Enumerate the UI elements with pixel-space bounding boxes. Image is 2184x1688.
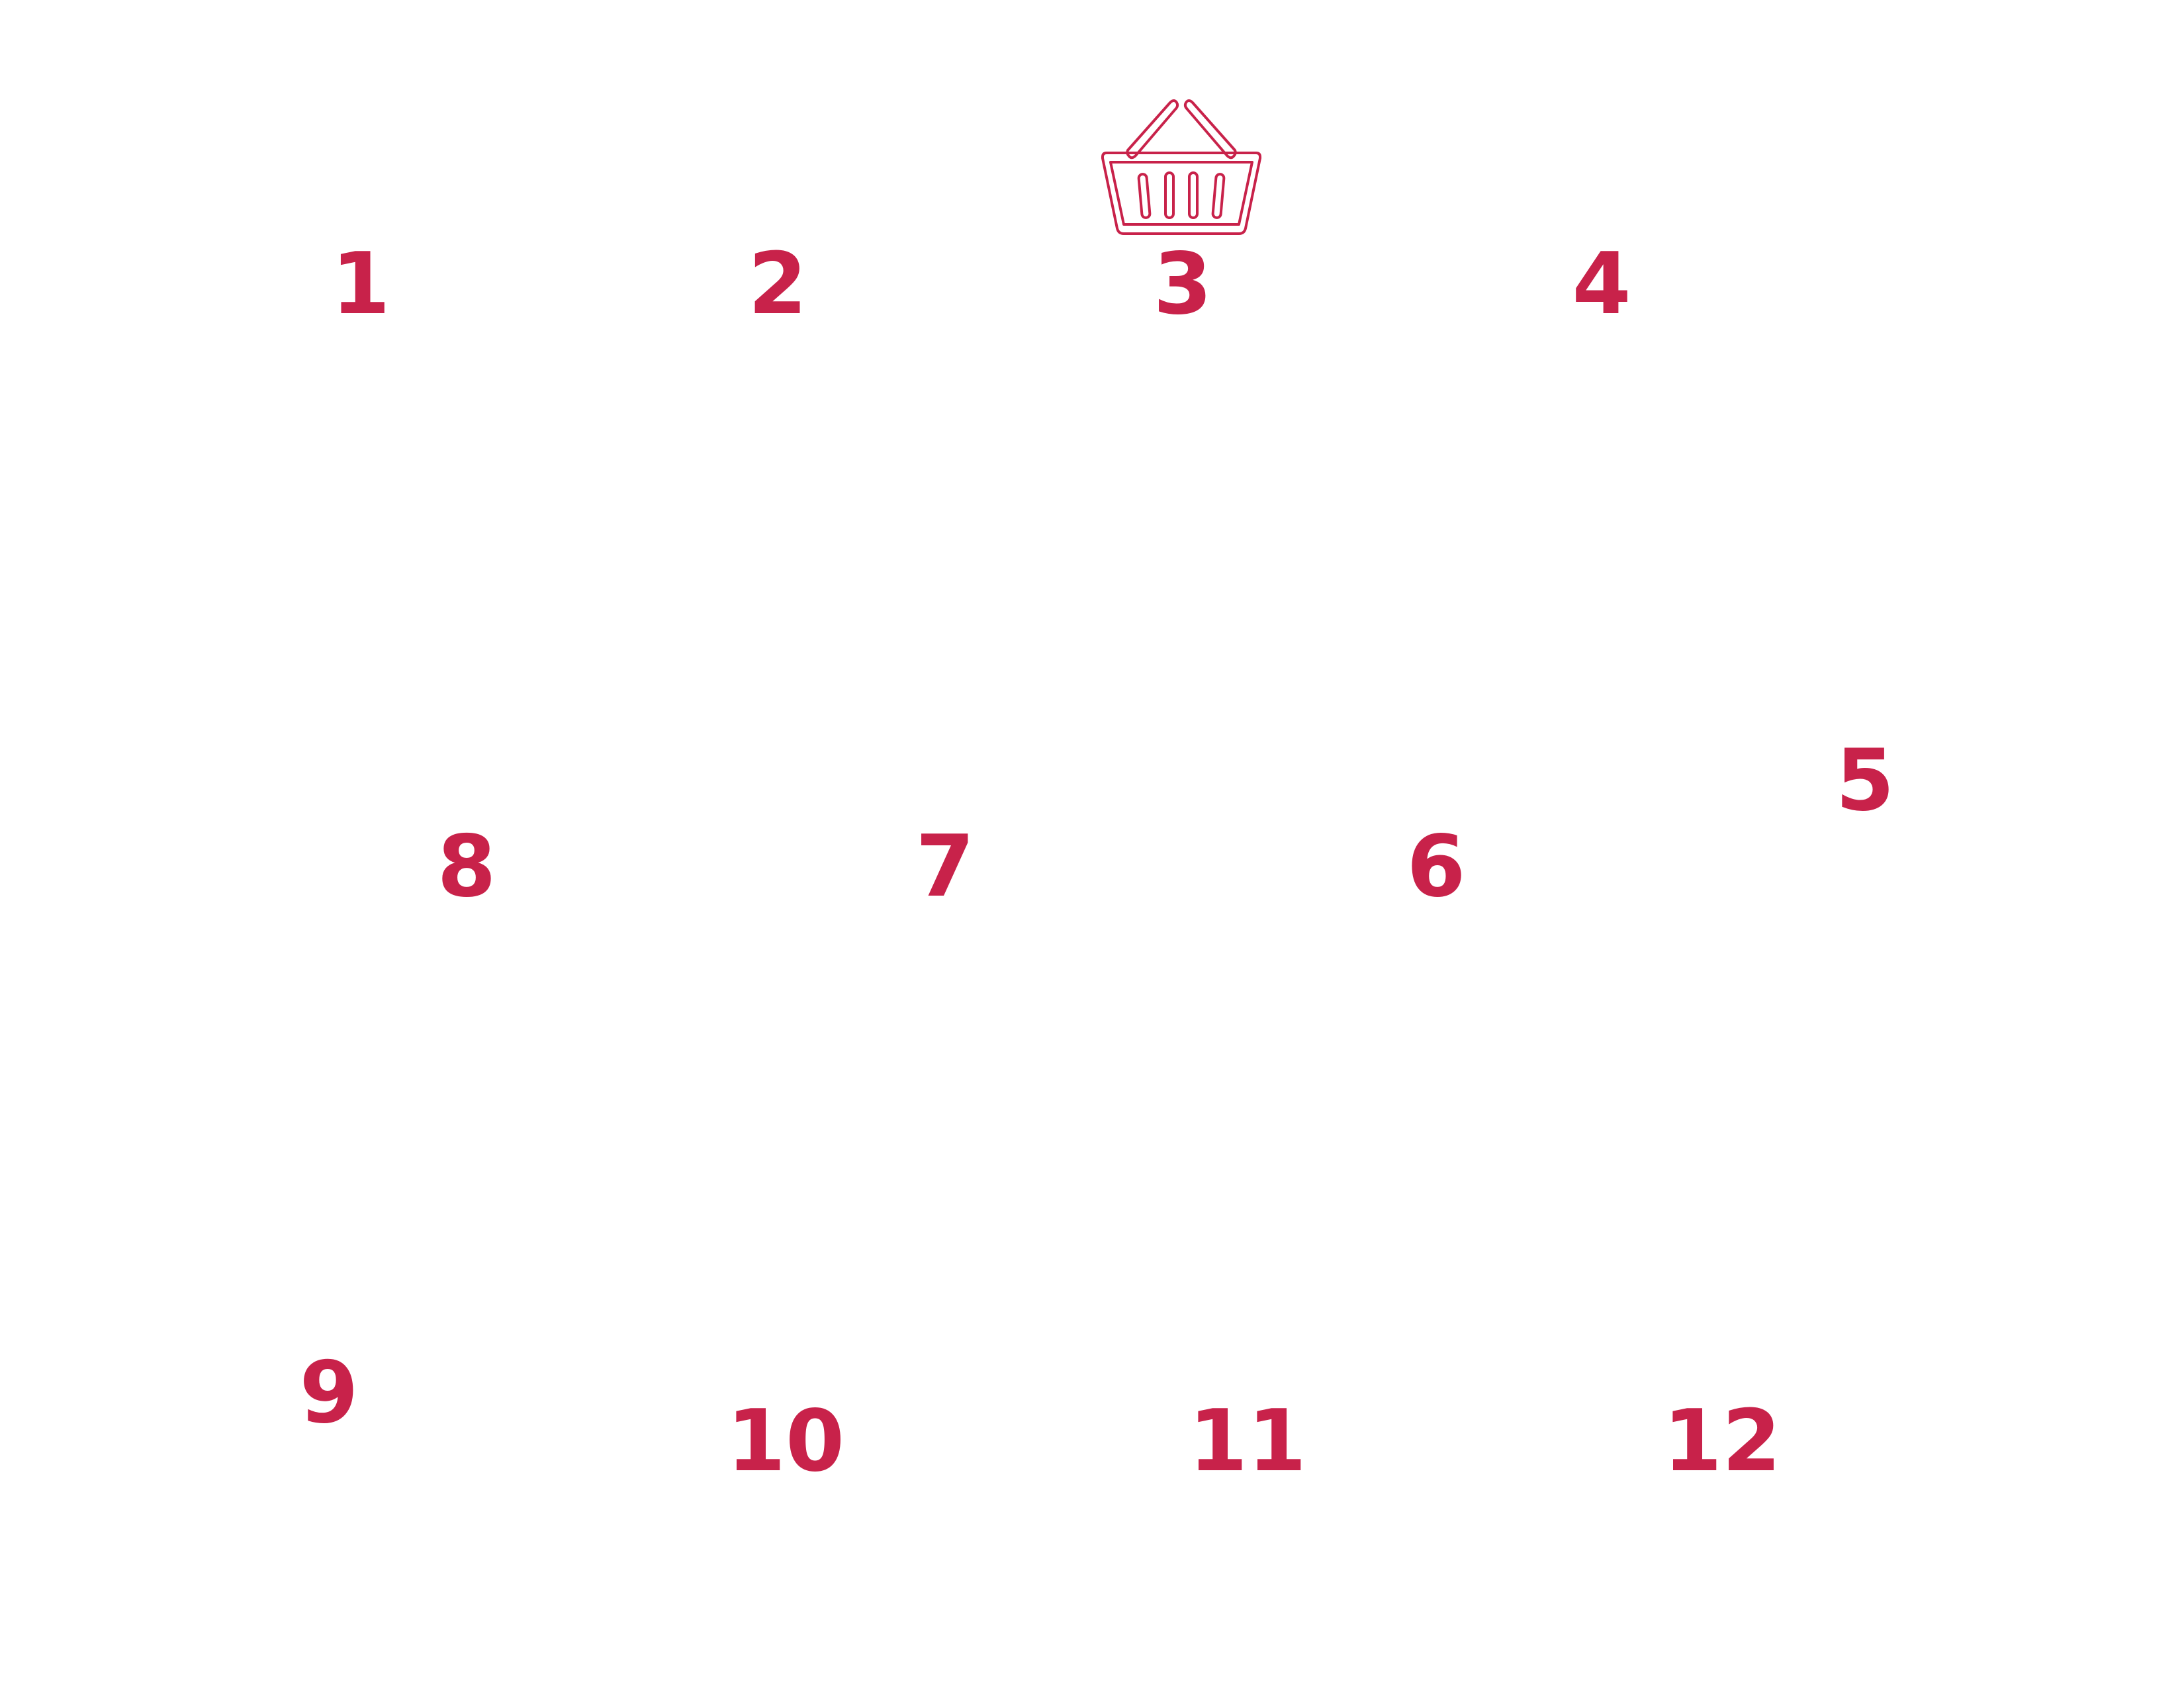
number-10: 10: [726, 1392, 845, 1491]
number-4: 4: [1572, 235, 1631, 334]
number-12: 12: [1662, 1392, 1782, 1491]
number-9: 9: [299, 1344, 359, 1442]
number-2: 2: [748, 235, 807, 334]
number-5: 5: [1835, 731, 1895, 830]
number-1: 1: [331, 235, 390, 334]
number-3: 3: [1153, 235, 1212, 334]
number-8: 8: [437, 818, 496, 916]
number-7: 7: [915, 818, 975, 916]
number-11: 11: [1188, 1392, 1307, 1491]
shopping-basket-icon: [1099, 96, 1264, 238]
number-6: 6: [1406, 818, 1466, 916]
